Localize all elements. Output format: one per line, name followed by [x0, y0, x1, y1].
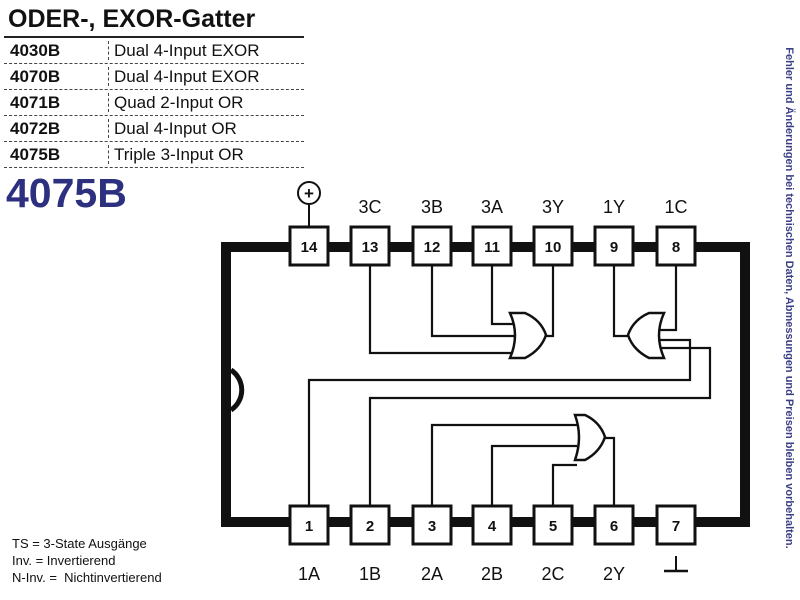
table-row: 4075B Triple 3-Input OR [4, 142, 304, 168]
pin-10: 3Y 10 [532, 197, 574, 267]
pin-11: 3A 11 [471, 197, 513, 267]
pin-4: 4 2B [471, 504, 513, 584]
part-number: 4071B [10, 93, 61, 112]
pin-number: 7 [672, 518, 680, 535]
note-line: TS = 3-State Ausgänge [12, 536, 147, 551]
pin-12: 3B 12 [411, 197, 453, 267]
or-gate-2 [573, 413, 607, 462]
pin-9: 1Y 9 [593, 197, 635, 267]
pin-2: 2 1B [349, 504, 391, 584]
part-description: Dual 4-Input EXOR [114, 41, 260, 60]
part-number: 4075B [10, 145, 61, 164]
table-row: 4072B Dual 4-Input OR [4, 116, 304, 142]
pin-number: 2 [366, 518, 374, 535]
power-plus-text: + [304, 184, 314, 203]
pinout-diagram: + 14 3C 13 3B 12 3A 11 3Y 10 1Y [221, 181, 750, 584]
pin-number: 4 [488, 518, 497, 535]
pin-label: 1A [298, 564, 320, 584]
pin-label: 1Y [603, 197, 625, 217]
pin-label: 1B [359, 564, 381, 584]
column-divider [108, 119, 109, 138]
table-row: 4071B Quad 2-Input OR [4, 90, 304, 116]
column-divider [108, 145, 109, 164]
pin-number: 14 [301, 239, 318, 256]
part-description: Triple 3-Input OR [114, 145, 244, 164]
pin-6: 6 2Y [593, 504, 635, 584]
pin-number: 5 [549, 518, 557, 535]
pin-number: 9 [610, 239, 618, 256]
column-divider [108, 67, 109, 86]
table-row: 4030B Dual 4-Input EXOR [4, 38, 304, 64]
part-description: Dual 4-Input OR [114, 119, 237, 138]
column-divider [108, 93, 109, 112]
pin-8: 1C 8 [655, 197, 697, 267]
or-gate-3 [508, 311, 548, 360]
pin-14: 14 [288, 225, 330, 267]
pin-7: 7 [655, 504, 697, 573]
pin-1: 1 1A [288, 504, 330, 584]
pin-label: 1C [664, 197, 687, 217]
internal-wiring [307, 265, 712, 506]
pin-13: 3C 13 [349, 197, 391, 267]
table-title: ODER-, EXOR-Gatter [4, 2, 304, 38]
pin-number: 13 [362, 239, 379, 256]
pin-label: 2B [481, 564, 503, 584]
part-number: 4030B [10, 41, 61, 60]
part-number: 4072B [10, 119, 61, 138]
top-pin-row: 14 3C 13 3B 12 3A 11 3Y 10 1Y 9 1C [288, 197, 697, 267]
part-description: Quad 2-Input OR [114, 93, 244, 112]
part-number: 4070B [10, 67, 61, 86]
bottom-pin-row: 1 1A 2 1B 3 2A 4 2B 5 2C 6 2Y [288, 504, 697, 584]
pin-label: 3C [358, 197, 381, 217]
pin-label: 3A [481, 197, 503, 217]
pin-label: 2C [541, 564, 564, 584]
or-gate-1 [626, 311, 666, 360]
pin-3: 3 2A [411, 504, 453, 584]
power-symbol: + [297, 181, 321, 226]
pin-number: 3 [428, 518, 436, 535]
pin-number: 6 [610, 518, 618, 535]
pin-number: 11 [484, 239, 500, 256]
pin-number: 8 [672, 239, 680, 256]
pin-number: 12 [424, 239, 441, 256]
pin-label: 3B [421, 197, 443, 217]
column-divider [108, 41, 109, 60]
disclaimer-text: Fehler und Änderungen bei technischen Da… [783, 47, 795, 549]
legend-notes: TS = 3-State Ausgänge Inv. = Invertieren… [12, 535, 162, 586]
table-row: 4070B Dual 4-Input EXOR [4, 64, 304, 90]
ic-body [221, 242, 750, 527]
ic-family-table: ODER-, EXOR-Gatter 4030B Dual 4-Input EX… [4, 2, 304, 168]
pin-label: 2A [421, 564, 443, 584]
pin-label: 3Y [542, 197, 564, 217]
note-line: N-Inv. = Nichtinvertierend [12, 570, 162, 585]
ground-icon [664, 556, 688, 573]
orientation-notch [229, 367, 245, 413]
pin-label: 2Y [603, 564, 625, 584]
pin-number: 1 [305, 518, 313, 535]
pin-number: 10 [545, 239, 562, 256]
pin-5: 5 2C [532, 504, 574, 584]
chip-title: 4075B [6, 170, 127, 216]
note-line: Inv. = Invertierend [12, 553, 116, 568]
part-description: Dual 4-Input EXOR [114, 67, 260, 86]
